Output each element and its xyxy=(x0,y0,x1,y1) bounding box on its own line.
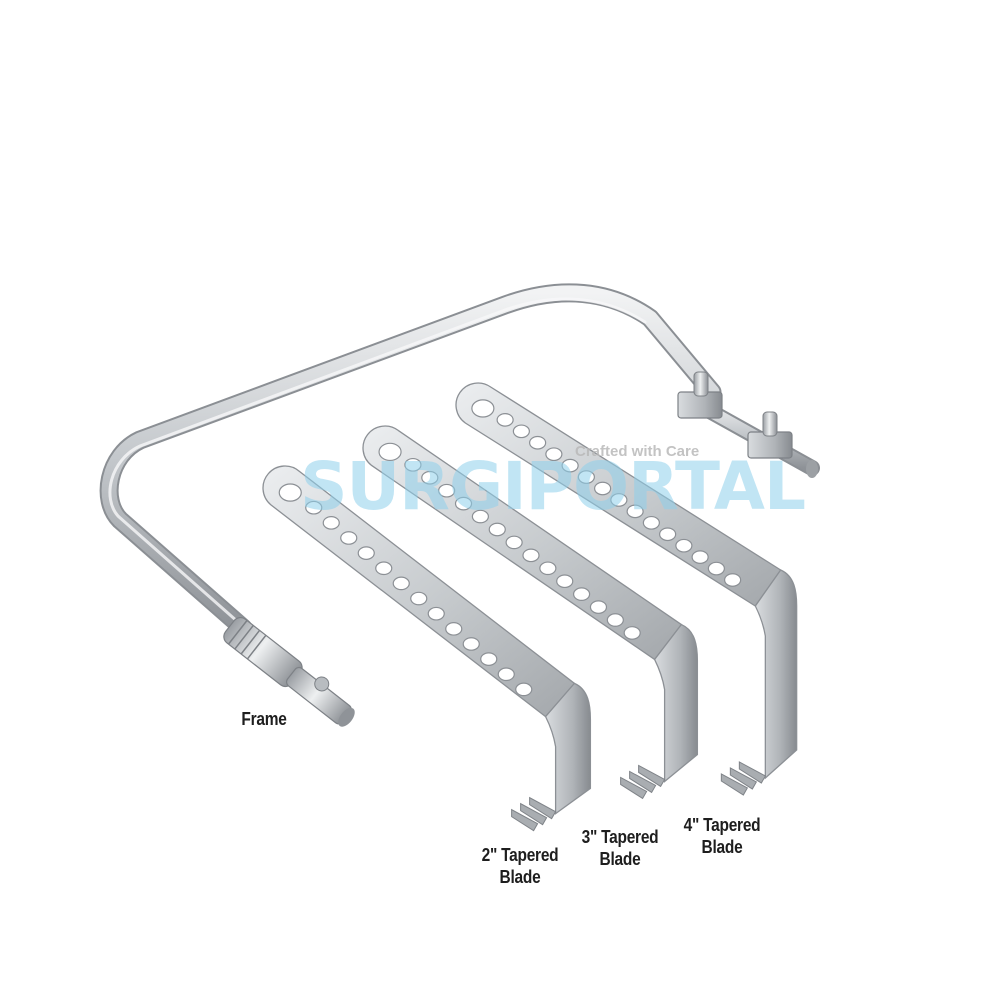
blade-2-hole xyxy=(375,561,393,576)
blade-3-hole xyxy=(438,483,456,498)
blade-2-hole xyxy=(427,606,445,621)
blade-4-hole xyxy=(675,538,693,553)
blade-4-bend xyxy=(754,569,798,780)
blade-3-bend xyxy=(653,623,699,783)
blade-4-hole xyxy=(471,399,495,418)
blade-4-hole xyxy=(724,573,742,587)
blade-3-label: 3" Tapered Blade xyxy=(581,827,659,869)
blade-2-tooth xyxy=(529,796,557,820)
tapered-blades xyxy=(262,382,798,832)
blade-2-hole xyxy=(357,546,375,560)
blade-4-hole xyxy=(610,493,628,507)
blade-4 xyxy=(455,382,798,796)
blade-4-hole xyxy=(561,458,579,473)
blade-2-hole xyxy=(305,500,323,515)
blade-4-tooth xyxy=(720,773,749,796)
blade-4-hole xyxy=(577,470,595,484)
blade-4-hole xyxy=(626,504,644,519)
blade-2-hole xyxy=(278,483,302,502)
blade-4-label: 4" Tapered Blade xyxy=(683,815,761,857)
blade-2-hole xyxy=(445,621,463,636)
blade-3-hole xyxy=(572,587,591,601)
blade-3-hole xyxy=(505,535,523,550)
blade-3-hole xyxy=(378,442,402,462)
blade-2-hole xyxy=(340,531,358,545)
blade-4-hole xyxy=(642,515,660,530)
blade-2-hole xyxy=(515,682,533,697)
blade-4-hole xyxy=(659,527,677,542)
blade-3-hole xyxy=(589,600,608,614)
blade-3-hole xyxy=(623,626,641,640)
blade-3-hole xyxy=(556,574,574,589)
blade-3-tooth xyxy=(629,770,657,794)
frame-clamp xyxy=(677,371,820,478)
blade-4-hole xyxy=(594,481,612,496)
blade-4-hole xyxy=(707,561,725,576)
blade-3-tooth xyxy=(638,764,666,788)
blade-2-label: 2" Tapered Blade xyxy=(481,845,559,887)
frame-label: Frame xyxy=(241,709,287,729)
blade-2-hole xyxy=(462,637,480,651)
watermark-brand: SURGIPORTAL xyxy=(300,448,806,525)
blade-3-hole xyxy=(421,470,439,485)
blade-3-hole xyxy=(454,496,473,511)
blade-4-hole xyxy=(691,550,709,564)
blade-3 xyxy=(362,425,699,800)
blade-2-tooth xyxy=(520,802,548,826)
blade-4-tooth xyxy=(738,761,767,784)
blade-3-hole xyxy=(522,548,540,563)
blade-4-hole xyxy=(545,447,563,462)
blade-2-hole xyxy=(392,576,410,591)
frame-handle xyxy=(223,616,355,727)
blade-3-hole xyxy=(488,522,506,537)
blade-3-tooth xyxy=(620,776,648,800)
blade-4-hole xyxy=(529,435,547,450)
blade-4-tooth xyxy=(729,767,758,790)
watermark-tagline: Crafted with Care xyxy=(575,443,700,460)
blade-2-bend xyxy=(544,682,592,815)
blade-2-hole xyxy=(410,591,428,606)
blade-2-hole xyxy=(480,652,498,666)
frame xyxy=(99,283,820,727)
blade-2-hole xyxy=(322,515,340,530)
blade-4-hole xyxy=(496,413,514,427)
blade-4-hole xyxy=(512,424,530,439)
blade-3-hole xyxy=(471,509,489,524)
blade-3-hole xyxy=(606,613,624,627)
blade-3-hole xyxy=(539,561,557,576)
blade-2-hole xyxy=(497,667,515,682)
blade-2-plate xyxy=(262,465,576,718)
blade-2 xyxy=(262,465,592,832)
blade-3-hole xyxy=(404,457,422,472)
blade-2-tooth xyxy=(511,808,539,832)
